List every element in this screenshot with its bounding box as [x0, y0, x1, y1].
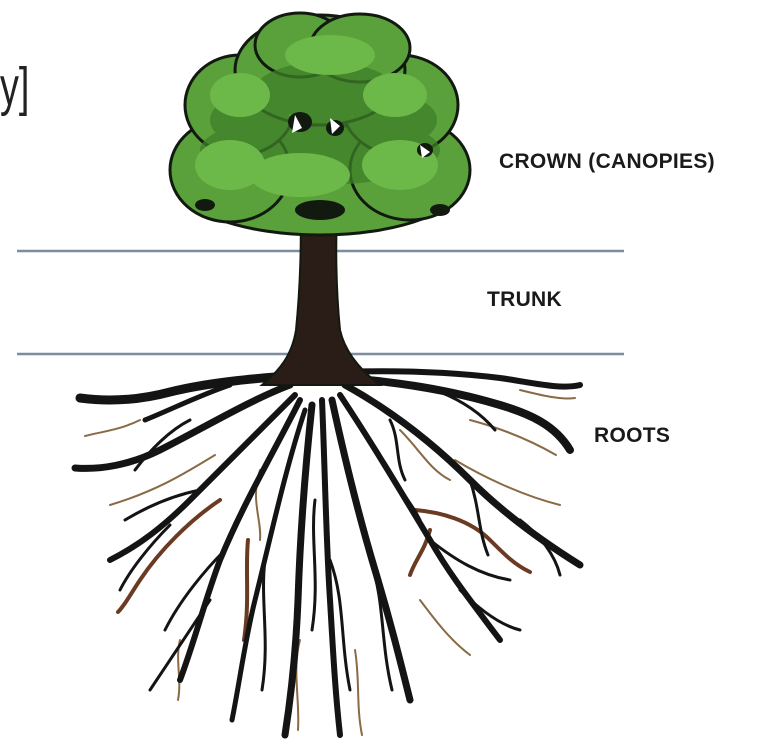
trunk-label: TRUNK: [487, 288, 562, 312]
roots-label: ROOTS: [594, 424, 670, 448]
crown-label: CROWN (CANOPIES): [499, 150, 715, 174]
roots: [75, 371, 580, 735]
